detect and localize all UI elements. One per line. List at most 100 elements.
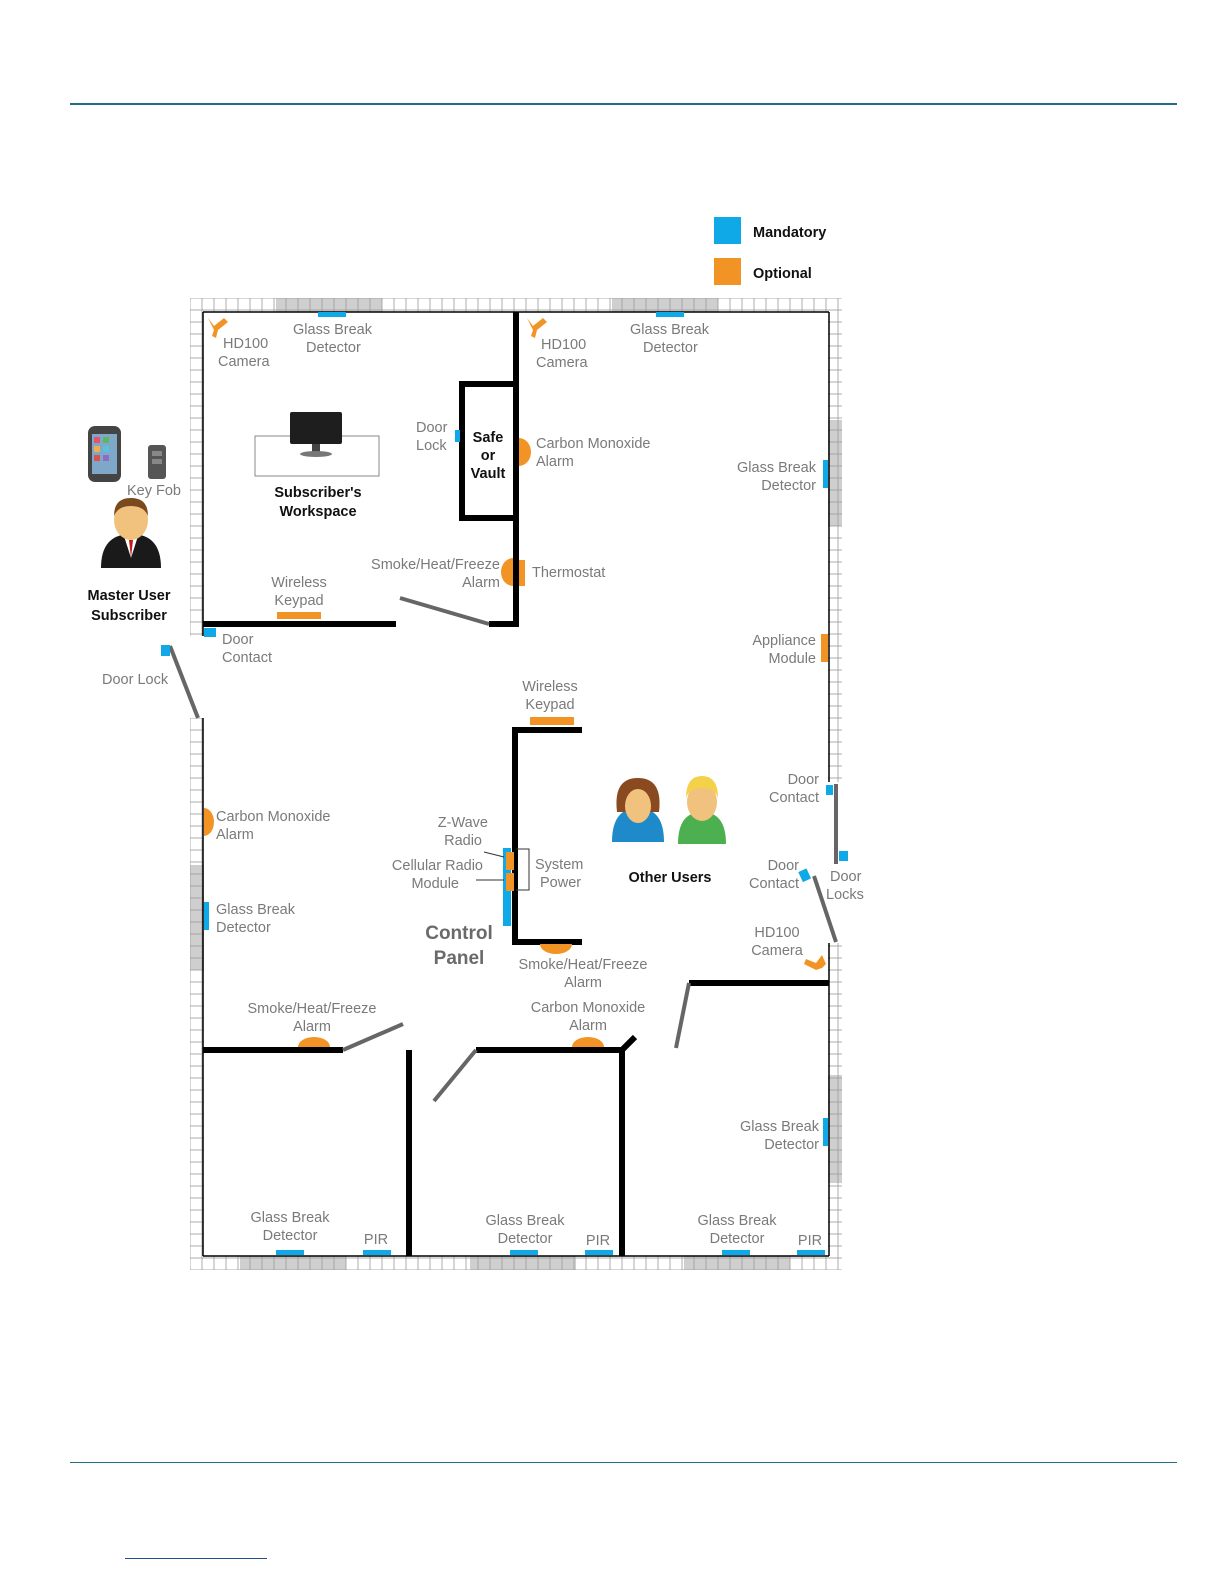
door-lock-sensor-front xyxy=(161,645,170,656)
label-co-top-2: Alarm xyxy=(536,454,574,470)
outer-walls xyxy=(190,298,842,1270)
control-panel-connectors xyxy=(476,848,530,891)
label-glass-break-b2: Glass Break xyxy=(486,1213,566,1229)
label-safe-or: or xyxy=(481,448,496,464)
glass-break-sensor-tr xyxy=(656,312,684,317)
label-pir-1: PIR xyxy=(364,1232,388,1248)
label-co-top: Carbon Monoxide xyxy=(536,436,650,452)
label-key-fob: Key Fob xyxy=(127,483,181,499)
legend-optional-label: Optional xyxy=(753,266,812,282)
door-contact-sensor-top xyxy=(204,628,216,637)
label-co-left: Carbon Monoxide xyxy=(216,809,330,825)
hd100-camera-tl xyxy=(208,318,228,338)
label-door-lock: Door xyxy=(416,420,448,436)
label-co-left-2: Alarm xyxy=(216,827,254,843)
label-cellular: Cellular Radio xyxy=(392,858,483,874)
label-door-locks: Door xyxy=(830,869,862,885)
label-hd100-tl-2: Camera xyxy=(218,354,271,370)
legend: Mandatory Optional xyxy=(714,217,826,285)
label-door-contact-right-2: Contact xyxy=(769,790,819,806)
label-glass-break-left: Glass Break xyxy=(216,902,296,918)
label-glass-break-b2-2: Detector xyxy=(498,1231,553,1247)
label-glass-break-left-2: Detector xyxy=(216,920,271,936)
label-glass-break-b3: Glass Break xyxy=(698,1213,778,1229)
smoke-alarm-mid xyxy=(540,944,572,954)
label-smoke-top: Smoke/Heat/Freeze xyxy=(371,557,500,573)
glass-break-sensor-b2 xyxy=(510,1250,538,1255)
label-control-panel: Control xyxy=(425,923,493,944)
appliance-module xyxy=(821,634,828,662)
label-glass-break-tr: Glass Break xyxy=(630,322,710,338)
glass-break-sensor-rb xyxy=(823,1118,828,1146)
legend-optional-swatch xyxy=(714,258,741,285)
subscriber-workspace xyxy=(254,412,380,477)
label-glass-break-b1-2: Detector xyxy=(263,1228,318,1244)
legend-mandatory-label: Mandatory xyxy=(753,225,826,241)
door-lock-sensor-safe xyxy=(455,430,460,442)
label-glass-break-right: Glass Break xyxy=(737,460,817,476)
label-glass-break-tr-2: Detector xyxy=(643,340,698,356)
label-hd100-tl: HD100 xyxy=(223,336,268,352)
other-user-female-avatar xyxy=(612,778,664,842)
smartphone-icon xyxy=(88,426,121,482)
label-hd100-tm-2: Camera xyxy=(536,355,589,371)
key-fob-icon xyxy=(148,445,166,479)
label-glass-break-b3-2: Detector xyxy=(710,1231,765,1247)
label-hd100-r-2: Camera xyxy=(751,943,804,959)
co-alarm-top xyxy=(519,438,531,466)
label-door-contact-right2: Door xyxy=(768,858,800,874)
label-door-contact-top-2: Contact xyxy=(222,650,272,666)
co-alarm-left xyxy=(204,808,214,836)
wireless-keypad-top xyxy=(277,612,321,619)
door-contact-sensor-right xyxy=(826,785,833,795)
label-glass-break-rb: Glass Break xyxy=(740,1119,820,1135)
label-cellular-2: Module xyxy=(411,876,459,892)
label-workspace: Subscriber's xyxy=(274,485,361,501)
label-glass-break-b1: Glass Break xyxy=(251,1210,331,1226)
label-smoke-mid-2: Alarm xyxy=(564,975,602,991)
interior-walls xyxy=(203,312,829,1256)
pir-sensor-b3 xyxy=(797,1250,825,1255)
optional-devices xyxy=(204,318,828,1047)
footer-link-underline[interactable] xyxy=(125,1558,267,1559)
header-rule xyxy=(70,103,1177,105)
label-master-user-2: Subscriber xyxy=(91,608,167,624)
label-wireless-keypad-top-2: Keypad xyxy=(274,593,323,609)
footer-rule xyxy=(70,1462,1177,1463)
diagram-labels: HD100 Camera Glass Break Detector HD100 … xyxy=(87,322,863,1249)
label-system-power: System xyxy=(535,857,583,873)
label-door-lock-left: Door Lock xyxy=(102,672,169,688)
label-zwave-2: Radio xyxy=(444,833,482,849)
label-hd100-tm: HD100 xyxy=(541,337,586,353)
label-smoke-left: Smoke/Heat/Freeze xyxy=(248,1001,377,1017)
label-smoke-left-2: Alarm xyxy=(293,1019,331,1035)
door-locks-sensor xyxy=(839,851,848,861)
thermostat-device xyxy=(519,560,525,586)
label-workspace-2: Workspace xyxy=(279,504,356,520)
monitor-icon xyxy=(290,412,342,444)
door-bedroom2 xyxy=(432,1048,478,1103)
cellular-radio-device xyxy=(506,873,514,891)
master-user-avatar xyxy=(101,498,161,568)
smoke-alarm-top xyxy=(501,558,513,586)
wireless-keypad-mid xyxy=(530,717,574,725)
label-glass-break-tl: Glass Break xyxy=(293,322,373,338)
pir-sensor-b2 xyxy=(585,1250,613,1255)
door-right-lower xyxy=(812,875,838,943)
label-hd100-r: HD100 xyxy=(754,925,799,941)
label-door-locks-2: Locks xyxy=(826,887,864,903)
label-thermostat: Thermostat xyxy=(532,565,605,581)
label-co-mid-2: Alarm xyxy=(569,1018,607,1034)
label-system-power-2: Power xyxy=(540,875,581,891)
door-bedroom3 xyxy=(674,982,691,1049)
safe-or-vault xyxy=(459,381,519,521)
label-wireless-keypad-mid-2: Keypad xyxy=(525,697,574,713)
glass-break-sensor-right xyxy=(823,460,828,488)
other-user-male-avatar xyxy=(678,776,726,844)
door-contact-sensor-right2 xyxy=(798,868,812,883)
label-wireless-keypad-mid: Wireless xyxy=(522,679,578,695)
label-zwave: Z-Wave xyxy=(438,815,488,831)
hd100-camera-r xyxy=(804,955,826,970)
door-front xyxy=(168,645,200,719)
